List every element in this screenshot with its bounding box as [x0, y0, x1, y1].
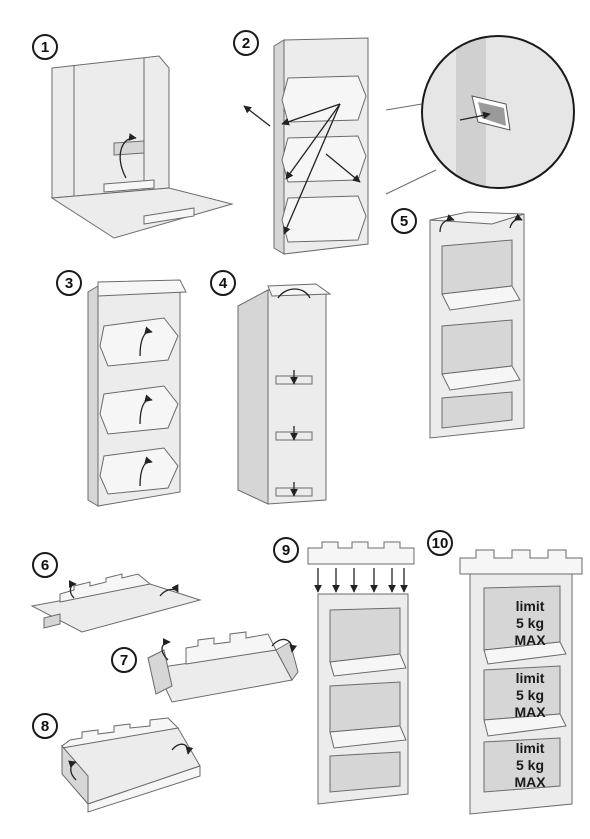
load-limit-label-middle: limit 5 kg MAX [500, 670, 560, 721]
step-5-shelf-unit [429, 211, 525, 439]
step-9-number: 9 [273, 537, 299, 563]
step-2-number: 2 [233, 30, 259, 56]
load-limit-label-bottom: limit 5 kg MAX [500, 740, 560, 791]
step-4-tower [237, 283, 332, 505]
limit-word: limit [515, 670, 545, 686]
step-3-tower [87, 279, 187, 507]
step-2-tower [243, 37, 369, 255]
limit-max: MAX [514, 632, 546, 648]
limit-weight: 5 kg [515, 615, 544, 631]
limit-word: limit [515, 598, 545, 614]
step-6-crown-blank [30, 573, 202, 633]
step-8-number: 8 [32, 713, 58, 739]
limit-max: MAX [514, 774, 546, 790]
step-6-number: 6 [32, 552, 58, 578]
step-1-flat-blank [50, 55, 234, 239]
step-10-finished-unit [459, 549, 583, 815]
load-limit-label-top: limit 5 kg MAX [500, 598, 560, 649]
step-5-number: 5 [391, 208, 417, 234]
step-10-number: 10 [427, 530, 453, 556]
step-4-number: 4 [210, 270, 236, 296]
step-8-crown-tray [61, 717, 201, 813]
step-1-number: 1 [32, 34, 58, 60]
step-7-crown-tray [147, 631, 299, 703]
step-9-assembly [307, 541, 415, 805]
step-7-number: 7 [111, 647, 137, 673]
limit-max: MAX [514, 704, 546, 720]
limit-weight: 5 kg [515, 687, 544, 703]
step-3-number: 3 [56, 270, 82, 296]
limit-weight: 5 kg [515, 757, 544, 773]
limit-word: limit [515, 740, 545, 756]
magnifier-circle-icon [385, 35, 575, 195]
